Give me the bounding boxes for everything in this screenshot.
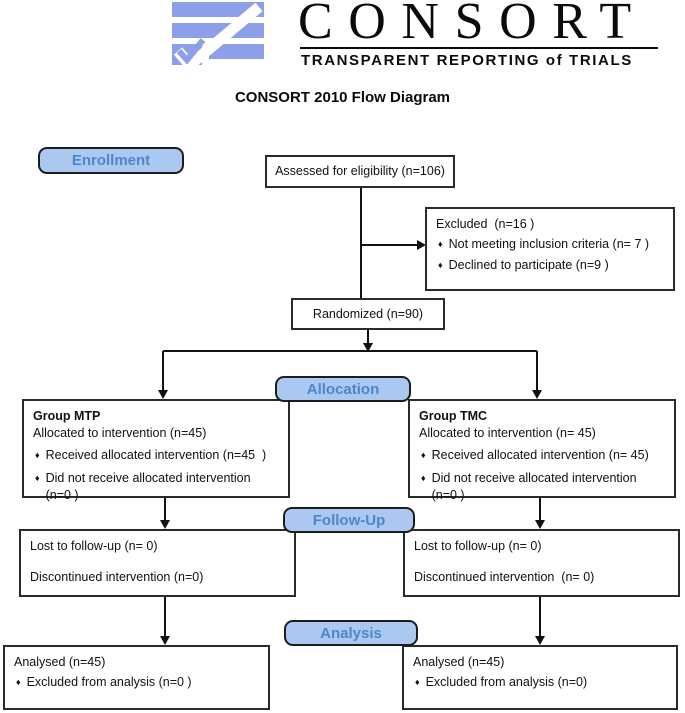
- box-title: Excluded (n=16 ): [436, 217, 535, 231]
- list-item: ♦ Excluded from analysis (n=0 ): [14, 674, 259, 692]
- allocated-line: Allocated to intervention (n=45): [33, 426, 207, 440]
- list-item: ♦ Declined to participate (n=9 ): [436, 257, 664, 275]
- list-item-text: Did not receive allocated intervention (…: [431, 471, 644, 502]
- diamond-bullet: ♦: [438, 260, 443, 270]
- stage-label-text: Enrollment: [71, 152, 151, 169]
- group-title: Group MTP: [33, 409, 101, 423]
- box-line: Discontinued intervention (n=0): [30, 570, 204, 584]
- stage-label-text: Follow-Up: [312, 511, 386, 529]
- list-item-text: Not meeting inclusion criteria (n= 7 ): [448, 237, 650, 251]
- box-assessed-eligibility: Assessed for eligibility (n=106): [265, 155, 455, 188]
- list-item: ♦ Received allocated intervention (n= 45…: [419, 447, 665, 465]
- arrowhead-followup-right: [535, 520, 545, 529]
- box-text: Randomized (n=90): [312, 306, 424, 321]
- diamond-bullet: ♦: [421, 450, 426, 460]
- box-followup-right: Lost to follow-up (n= 0) Discontinued in…: [403, 529, 680, 597]
- consort-checkmark-logo-icon: [172, 2, 264, 68]
- stage-label-text: Analysis: [320, 624, 382, 642]
- stage-label-text: Allocation: [306, 380, 380, 398]
- list-item: ♦ Excluded from analysis (n=0): [413, 674, 667, 692]
- list-item: ♦ Did not receive allocated intervention…: [419, 470, 665, 504]
- arrowhead-followup-left: [160, 520, 170, 529]
- box-followup-left: Lost to follow-up (n= 0) Discontinued in…: [19, 529, 296, 597]
- line-spacer: [414, 555, 669, 569]
- box-line: Lost to follow-up (n= 0): [414, 539, 542, 553]
- box-text: Assessed for eligibility (n=106): [275, 164, 445, 178]
- box-group-tmc: Group TMC Allocated to intervention (n= …: [408, 399, 676, 502]
- consort-tagline: TRANSPARENT REPORTING of TRIALS: [301, 52, 633, 69]
- diamond-bullet: ♦: [16, 677, 21, 687]
- box-randomized: Randomized (n=90): [291, 298, 445, 330]
- box-line: Discontinued intervention (n= 0): [414, 570, 595, 584]
- box-title: Analysed (n=45): [413, 655, 505, 669]
- arrowhead-excluded: [417, 240, 426, 250]
- group-title: Group TMC: [419, 409, 488, 423]
- page-title: CONSORT 2010 Flow Diagram: [234, 89, 451, 106]
- stage-label-followup: Follow-Up: [283, 507, 415, 533]
- arrowhead-analysis-left: [160, 636, 170, 645]
- wordmark-divider: [300, 47, 658, 49]
- box-analysis-left: Analysed (n=45) ♦ Excluded from analysis…: [3, 645, 270, 710]
- diamond-bullet: ♦: [421, 473, 426, 483]
- stage-label-allocation: Allocation: [275, 376, 411, 402]
- arrowhead-split: [363, 343, 373, 352]
- list-item-text: Excluded from analysis (n=0): [425, 675, 588, 689]
- list-item-text: Declined to participate (n=9 ): [448, 258, 609, 272]
- consort-wordmark: CONSORT: [298, 0, 647, 50]
- arrowhead-group-mtp: [158, 390, 168, 399]
- box-group-mtp: Group MTP Allocated to intervention (n=4…: [22, 399, 290, 502]
- list-item: ♦ Did not receive allocated intervention…: [33, 470, 279, 504]
- list-item-text: Excluded from analysis (n=0 ): [26, 675, 192, 689]
- allocated-line: Allocated to intervention (n= 45): [419, 426, 596, 440]
- line-spacer: [30, 555, 285, 569]
- diamond-bullet: ♦: [438, 239, 443, 249]
- box-title: Analysed (n=45): [14, 655, 106, 669]
- list-item: ♦ Received allocated intervention (n=45 …: [33, 447, 279, 465]
- arrowhead-analysis-right: [535, 636, 545, 645]
- diamond-bullet: ♦: [35, 473, 40, 483]
- list-item: ♦ Not meeting inclusion criteria (n= 7 ): [436, 236, 664, 254]
- stage-label-enrollment: Enrollment: [38, 147, 184, 174]
- box-analysis-right: Analysed (n=45) ♦ Excluded from analysis…: [402, 645, 678, 710]
- list-item-text: Received allocated intervention (n= 45): [431, 448, 649, 462]
- diamond-bullet: ♦: [35, 450, 40, 460]
- arrowhead-group-tmc: [532, 390, 542, 399]
- box-line: Lost to follow-up (n= 0): [30, 539, 158, 553]
- stage-label-analysis: Analysis: [284, 620, 418, 646]
- box-excluded: Excluded (n=16 ) ♦ Not meeting inclusion…: [425, 207, 675, 291]
- list-item-text: Did not receive allocated intervention (…: [45, 471, 258, 502]
- diamond-bullet: ♦: [415, 677, 420, 687]
- list-item-text: Received allocated intervention (n=45 ): [45, 448, 267, 462]
